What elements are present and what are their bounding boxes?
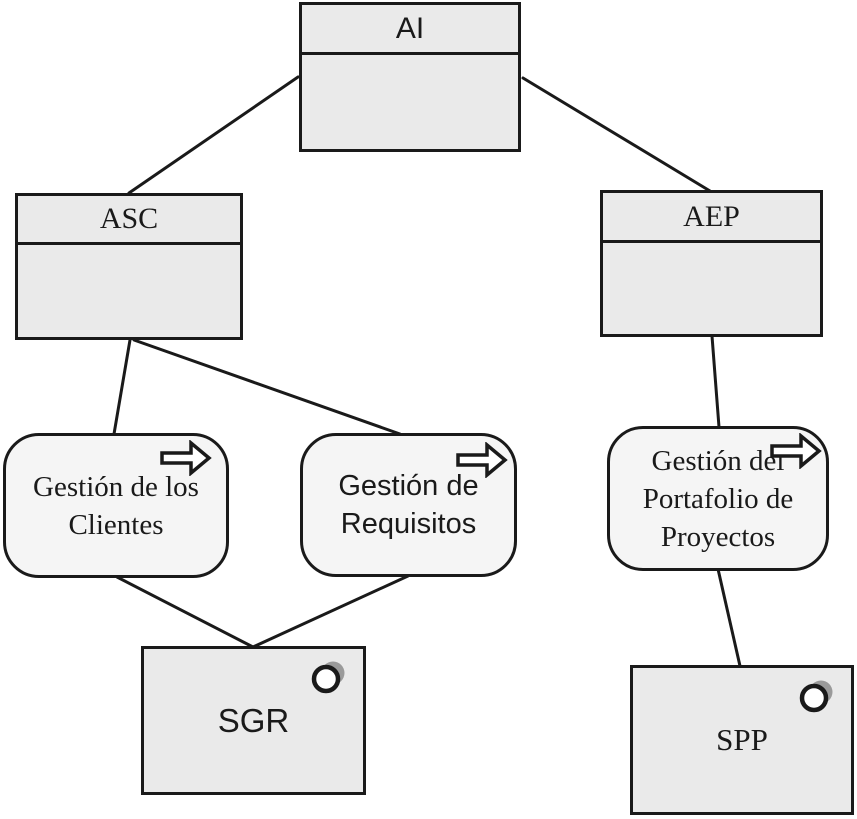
block-arrow-right-icon: [456, 442, 508, 478]
block-arrow-right-icon: [770, 433, 822, 469]
interface-circle-icon: [311, 661, 345, 694]
node-aep-body: [603, 243, 820, 334]
edge-asc-requisitos: [132, 338, 402, 436]
edge-portafolio-spp: [716, 567, 742, 668]
node-gestion-requisitos: Gestión de Requisitos: [300, 433, 517, 577]
edge-aep-portafolio: [710, 334, 721, 429]
node-spp-label: SPP: [716, 722, 768, 757]
node-asc: ASC: [15, 193, 243, 340]
node-ai-body: [302, 55, 518, 149]
node-ai: AI: [299, 2, 521, 152]
edge-ai-aep: [521, 76, 712, 193]
node-sgr-label: SGR: [217, 701, 290, 739]
node-gestion-clientes-label-line1: Gestión de los: [33, 470, 199, 503]
node-spp: SPP: [630, 665, 854, 815]
node-gestion-requisitos-label-line1: Gestión de: [338, 470, 479, 502]
node-gestion-portafolio-label-line2: Portafolio de: [642, 482, 794, 515]
node-aep: AEP: [600, 190, 823, 337]
node-ai-label: AI: [302, 5, 518, 55]
node-gestion-clientes-label-line2: Clientes: [68, 508, 164, 541]
edge-asc-clientes: [112, 338, 132, 436]
node-gestion-requisitos-label-line2: Requisitos: [340, 508, 477, 540]
node-gestion-portafolio: Gestión del Portafolio de Proyectos: [607, 426, 829, 571]
edge-clientes-sgr: [115, 575, 255, 649]
block-arrow-right-icon: [160, 440, 212, 476]
node-asc-label: ASC: [18, 196, 240, 245]
edge-ai-asc: [127, 75, 300, 195]
node-aep-label: AEP: [603, 193, 820, 243]
interface-circle-icon: [799, 680, 833, 713]
edge-requisitos-sgr: [251, 574, 410, 649]
node-asc-body: [18, 245, 240, 337]
node-gestion-portafolio-label-line1: Gestión del: [651, 444, 785, 477]
node-sgr: SGR: [141, 646, 366, 795]
node-gestion-clientes: Gestión de los Clientes: [3, 433, 229, 578]
node-gestion-portafolio-label-line3: Proyectos: [660, 520, 776, 553]
